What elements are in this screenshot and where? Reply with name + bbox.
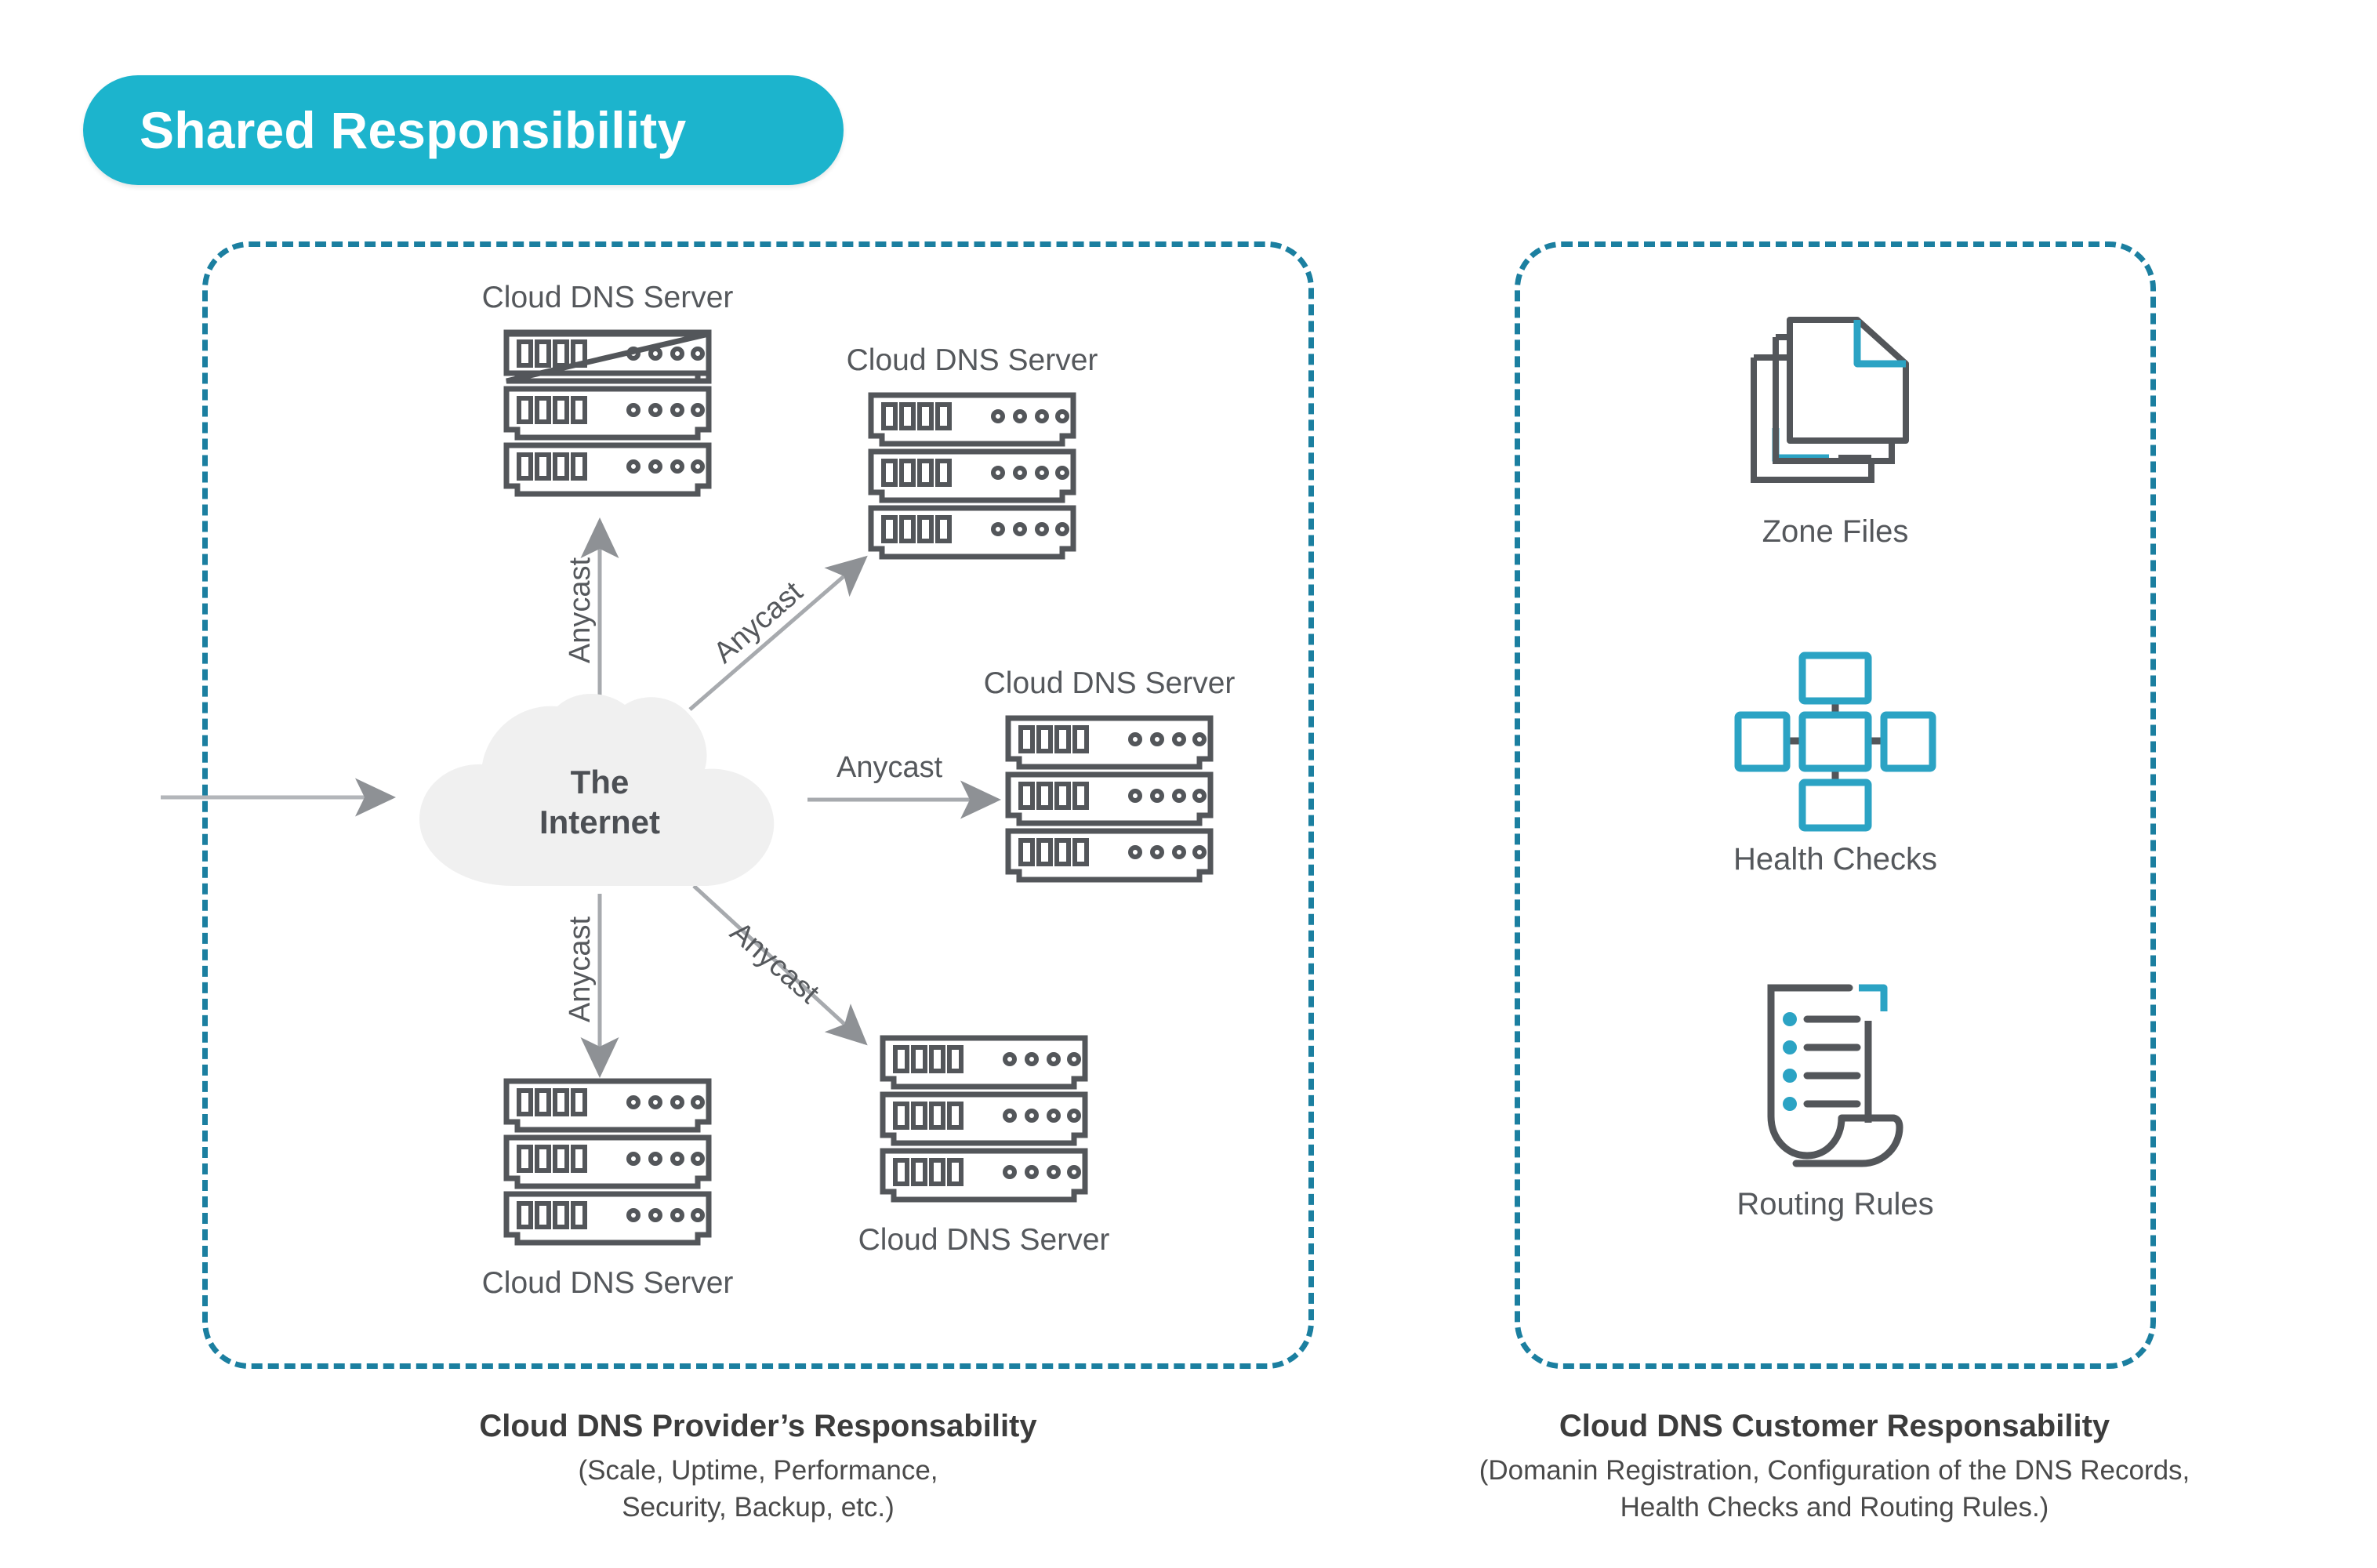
caption-subtitle: (Scale, Uptime, Performance, Security, B… — [202, 1452, 1314, 1526]
routing-rules-icon — [1767, 984, 1903, 1167]
customer-caption: Cloud DNS Customer Responsability (Doman… — [1403, 1405, 2266, 1526]
server-top-right: Cloud DNS Server — [847, 343, 1098, 564]
arrow-label-anycast-right: Anycast — [836, 751, 943, 784]
server-top-left: Cloud DNS Server — [482, 281, 733, 502]
customer-item-label: Zone Files — [1762, 514, 1909, 549]
cloud-label: The Internet — [396, 694, 804, 890]
zone-files-icon-wrap — [1515, 312, 2156, 508]
server-label: Cloud DNS Server — [983, 666, 1236, 700]
provider-caption: Cloud DNS Provider’s Responsability (Sca… — [202, 1405, 1314, 1526]
arrow-label-anycast-up: Anycast — [564, 557, 597, 664]
caption-subtitle: (Domanin Registration, Configuration of … — [1403, 1452, 2266, 1526]
customer-item-label: Routing Rules — [1736, 1187, 1934, 1221]
caption-subtitle-line: Security, Backup, etc.) — [622, 1492, 895, 1523]
server-rack-icon — [868, 392, 1076, 560]
shared-responsibility-badge: Shared Responsibility — [83, 75, 844, 185]
customer-item-routing-rules: Routing Rules — [1515, 977, 2156, 1222]
cloud-icon — [419, 694, 775, 886]
server-rack-icon — [1005, 715, 1214, 883]
customer-item-health-checks: Health Checks — [1515, 648, 2156, 877]
caption-title: Cloud DNS Customer Responsability — [1559, 1409, 2110, 1443]
cloud-label-line2: Internet — [539, 804, 660, 840]
server-bottom-left: Cloud DNS Server — [482, 1078, 733, 1300]
page-title: Shared Responsibility — [140, 101, 687, 159]
server-label: Cloud DNS Server — [481, 281, 734, 314]
cloud-label-line1: The — [570, 763, 630, 800]
server-middle-right: Cloud DNS Server — [984, 666, 1235, 887]
server-label: Cloud DNS Server — [858, 1223, 1110, 1257]
health-checks-icon-wrap — [1515, 648, 2156, 836]
server-rack-icon — [503, 329, 712, 497]
customer-responsibility-panel — [1515, 241, 2156, 1369]
server-rack-icon — [503, 1078, 712, 1246]
server-label: Cloud DNS Server — [481, 1266, 734, 1300]
caption-subtitle-line: (Scale, Uptime, Performance, — [578, 1455, 938, 1486]
health-checks-icon — [1734, 652, 1936, 832]
caption-subtitle-line: Health Checks and Routing Rules.) — [1620, 1492, 2049, 1523]
server-bottom-right: Cloud DNS Server — [858, 1035, 1109, 1257]
zone-files-icon — [1751, 317, 1909, 483]
internet-cloud: The Internet — [396, 694, 804, 890]
arrow-label-anycast-down: Anycast — [564, 916, 597, 1023]
customer-item-label: Health Checks — [1733, 842, 1938, 877]
server-rack-icon — [880, 1035, 1088, 1203]
caption-subtitle-line: (Domanin Registration, Configuration of … — [1479, 1455, 2190, 1486]
caption-title: Cloud DNS Provider’s Responsability — [479, 1409, 1037, 1443]
provider-responsibility-panel — [202, 241, 1314, 1369]
server-label: Cloud DNS Server — [846, 343, 1098, 377]
routing-rules-icon-wrap — [1515, 977, 2156, 1181]
customer-item-zone-files: Zone Files — [1515, 312, 2156, 550]
